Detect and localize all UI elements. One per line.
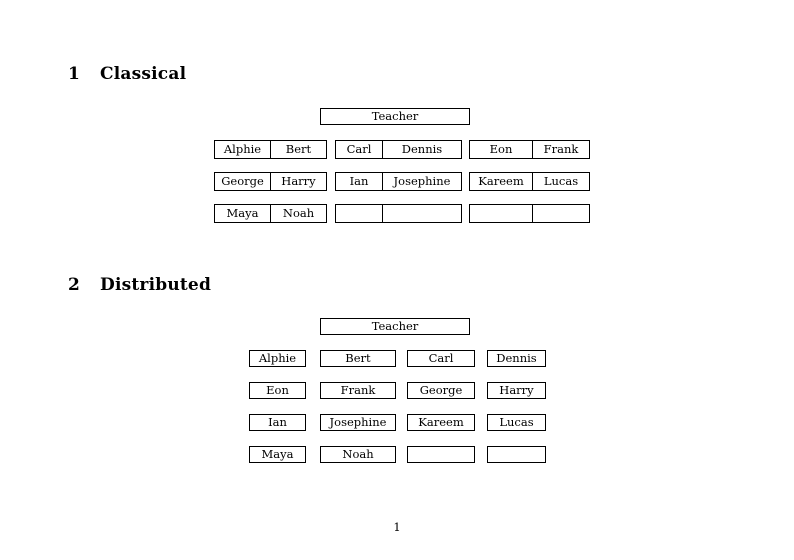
cell-name: Ian [249, 414, 306, 431]
cell-empty [382, 204, 462, 223]
cell-name: Noah [270, 204, 327, 223]
table-row: Maya Noah [214, 204, 327, 223]
section-title: Classical [100, 64, 187, 84]
page-number: 1 [393, 520, 401, 534]
table-row: Ian Josephine [335, 172, 462, 191]
table-row-empty [335, 204, 462, 223]
cell-empty [532, 204, 590, 223]
cell-empty [469, 204, 533, 223]
cell-name: Frank [320, 382, 396, 399]
table-row: Alphie Bert [214, 140, 327, 159]
cell-name: Josephine [320, 414, 396, 431]
cell-name: Carl [335, 140, 383, 159]
section-title: Distributed [100, 275, 212, 295]
table-row: Kareem Lucas [469, 172, 590, 191]
section-heading-distributed: 2 Distributed [68, 275, 211, 295]
cell-name: George [407, 382, 475, 399]
cell-name: Bert [320, 350, 396, 367]
cell-name: Dennis [487, 350, 546, 367]
cell-empty [335, 204, 383, 223]
cell-name: Noah [320, 446, 396, 463]
table-row: George Harry [214, 172, 327, 191]
cell-name: Maya [249, 446, 306, 463]
cell-name: Kareem [469, 172, 533, 191]
teacher-box-classical: Teacher [320, 108, 470, 125]
table-row: Eon Frank [469, 140, 590, 159]
teacher-box-distributed: Teacher [320, 318, 470, 335]
cell-empty [487, 446, 546, 463]
cell-name: Frank [532, 140, 590, 159]
cell-name: Alphie [249, 350, 306, 367]
cell-name: Eon [469, 140, 533, 159]
cell-name: Carl [407, 350, 475, 367]
table-row-empty [469, 204, 590, 223]
cell-name: Eon [249, 382, 306, 399]
table-row: Carl Dennis [335, 140, 462, 159]
cell-empty [407, 446, 475, 463]
section-heading-classical: 1 Classical [68, 64, 186, 84]
cell-name: Harry [270, 172, 327, 191]
cell-name: Harry [487, 382, 546, 399]
cell-name: Josephine [382, 172, 462, 191]
section-number: 1 [68, 64, 81, 84]
cell-name: Lucas [487, 414, 546, 431]
cell-name: Kareem [407, 414, 475, 431]
cell-name: Maya [214, 204, 271, 223]
cell-name: George [214, 172, 271, 191]
cell-name: Bert [270, 140, 327, 159]
cell-name: Lucas [532, 172, 590, 191]
cell-name: Ian [335, 172, 383, 191]
cell-name: Alphie [214, 140, 271, 159]
section-number: 2 [68, 275, 81, 295]
cell-name: Dennis [382, 140, 462, 159]
